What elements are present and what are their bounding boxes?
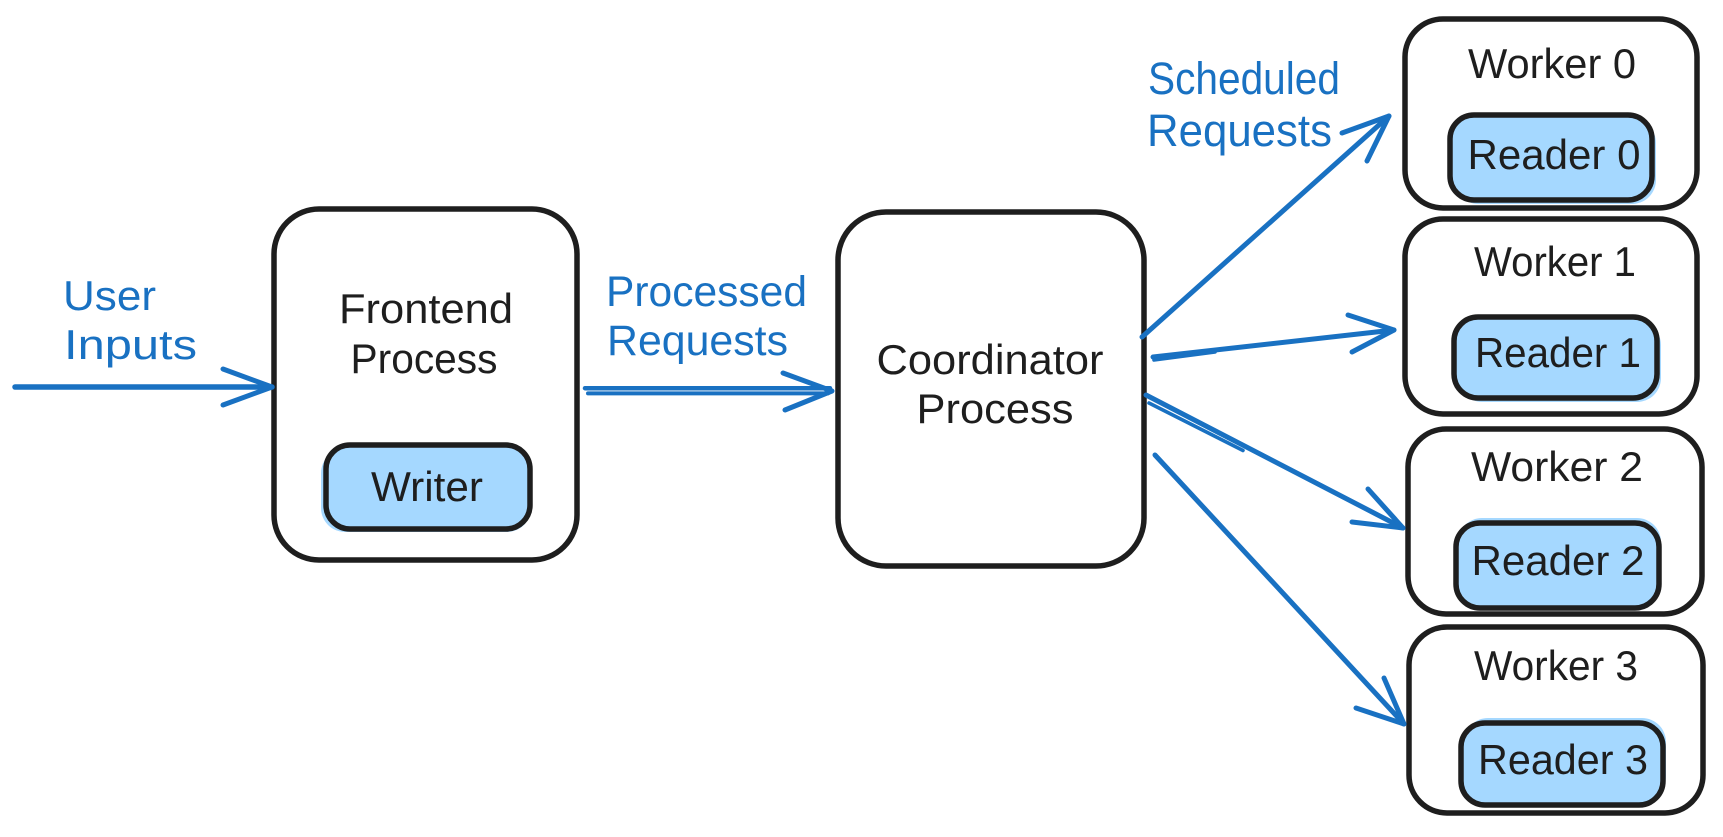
svg-text:User: User (63, 272, 156, 319)
svg-text:Processed: Processed (606, 268, 807, 316)
svg-text:Reader 0: Reader 0 (1468, 131, 1641, 178)
svg-text:Reader 3: Reader 3 (1478, 736, 1648, 783)
svg-text:Frontend: Frontend (339, 285, 513, 332)
svg-text:Process: Process (917, 385, 1074, 432)
svg-text:Worker 1: Worker 1 (1474, 238, 1636, 285)
svg-text:Worker 2: Worker 2 (1471, 443, 1643, 490)
svg-text:Worker 0: Worker 0 (1468, 40, 1636, 87)
svg-text:Writer: Writer (371, 463, 483, 510)
svg-text:Process: Process (351, 335, 498, 382)
svg-text:Reader 1: Reader 1 (1475, 329, 1641, 376)
svg-text:Inputs: Inputs (64, 321, 197, 368)
svg-text:Requests: Requests (607, 317, 788, 365)
svg-text:Scheduled: Scheduled (1148, 53, 1340, 104)
svg-text:Worker 3: Worker 3 (1474, 642, 1638, 689)
svg-text:Requests: Requests (1147, 105, 1332, 156)
svg-text:Reader 2: Reader 2 (1472, 537, 1645, 584)
svg-text:Coordinator: Coordinator (877, 336, 1104, 383)
